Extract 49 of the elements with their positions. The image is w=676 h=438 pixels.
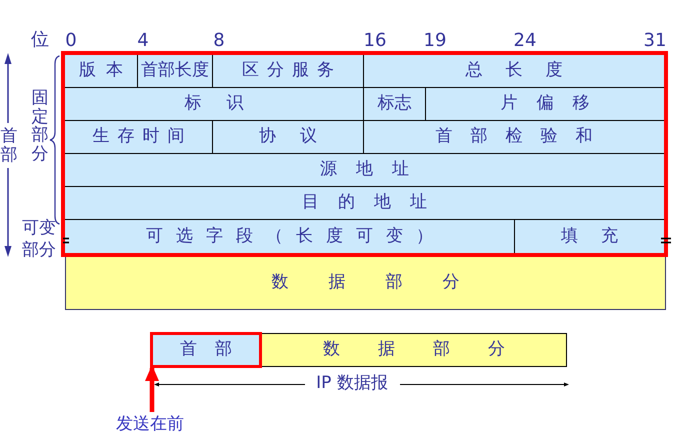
bracket-label: 固定部分 [32, 89, 48, 164]
dimension-label: IP 数据报 [316, 374, 388, 393]
field-name: 首部长度 [141, 61, 209, 81]
highlight-frame [61, 51, 668, 257]
bit-number: 24 [514, 31, 536, 51]
header-block [150, 332, 262, 368]
field-name: 协议 [258, 127, 341, 147]
data-section [65, 257, 666, 310]
field-cell [138, 55, 213, 88]
field-cell [364, 55, 664, 88]
arrow [145, 365, 159, 412]
bit-axis-label: 位 [31, 30, 49, 50]
bracket-label: 首部 [0, 127, 18, 164]
block-label: 数据部分 [322, 340, 543, 360]
data-block [262, 333, 567, 367]
section-label: 可变部分 [22, 217, 56, 262]
field-cell [65, 88, 364, 121]
field-cell [65, 154, 664, 187]
field-cell [65, 121, 213, 154]
field-cell [65, 187, 664, 220]
field-name: 版本 [78, 61, 133, 81]
bit-number: 16 [364, 31, 386, 51]
field-cell [213, 121, 364, 154]
field-name: 可选字段（长度可变） [145, 226, 446, 246]
field-cell [364, 121, 664, 154]
field-cell [213, 55, 364, 88]
field-cell [65, 220, 515, 253]
field-name: 片偏移 [500, 94, 608, 114]
field-cell [65, 55, 138, 88]
field-cell [515, 220, 664, 253]
field-name: 标志 [378, 94, 412, 114]
section-label: 数据部分 [270, 273, 500, 293]
bit-number: 0 [65, 31, 77, 51]
bit-number: 19 [424, 31, 446, 51]
field-name: 源地址 [319, 160, 428, 180]
field-name: 区分服务 [241, 61, 342, 81]
bit-number: 4 [137, 31, 149, 51]
field-name: 生存时间 [92, 127, 192, 147]
field-name: 标识 [184, 94, 268, 114]
block-label: 首部 [179, 340, 250, 360]
field-name: 首部检验和 [434, 127, 610, 147]
annotation-text: 发送在前 [110, 412, 190, 434]
field-name: 目的地址 [301, 193, 446, 213]
field-name: 总长度 [464, 61, 586, 81]
bit-number: 8 [213, 31, 225, 51]
field-cell [426, 88, 664, 121]
field-cell [364, 88, 426, 121]
bit-number: 31 [644, 31, 666, 51]
field-name: 填充 [560, 226, 641, 246]
